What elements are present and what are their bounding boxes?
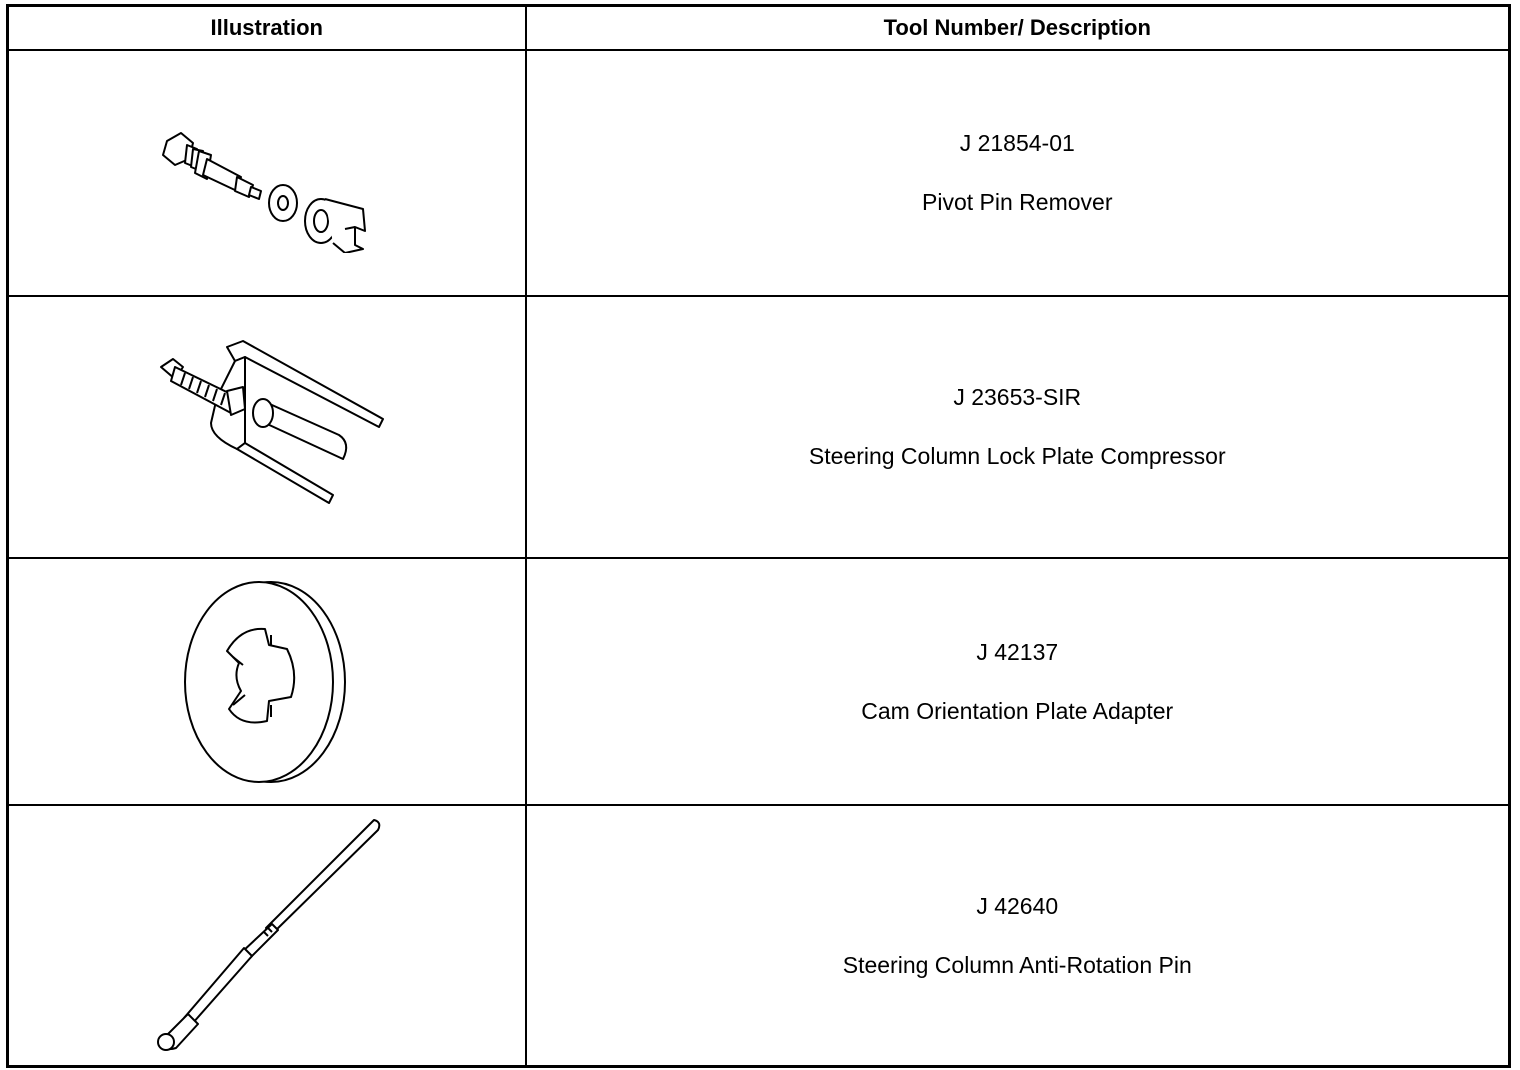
table-row: J 42137 Cam Orientation Plate Adapter xyxy=(6,557,1511,806)
tool-name: Pivot Pin Remover xyxy=(922,189,1113,215)
pivot-pin-remover-illustration xyxy=(161,132,366,253)
anti-rotation-pin-illustration xyxy=(156,818,381,1051)
tool-number: J 42640 xyxy=(976,892,1059,919)
illustration-cell xyxy=(6,295,527,559)
tool-number: J 42137 xyxy=(976,638,1059,665)
tool-number: J 21854-01 xyxy=(959,130,1075,156)
tool-number: J 23653-SIR xyxy=(953,384,1082,410)
description-column-header: Tool Number/ Description xyxy=(524,4,1511,51)
table-row: J 21854-01 Pivot Pin Remover xyxy=(6,49,1511,297)
illustration-cell xyxy=(6,557,527,806)
table-row: J 42640 Steering Column Anti-Rotation Pi… xyxy=(6,804,1511,1068)
special-tools-table: Illustration Tool Number/ Description xyxy=(6,4,1511,1068)
header-row: Illustration Tool Number/ Description xyxy=(6,4,1511,51)
description-cell: J 42640 Steering Column Anti-Rotation Pi… xyxy=(524,804,1511,1068)
illustration-cell xyxy=(6,49,527,297)
illustration-cell xyxy=(6,804,527,1068)
tool-name: Cam Orientation Plate Adapter xyxy=(861,697,1174,724)
description-cell: J 23653-SIR Steering Column Lock Plate C… xyxy=(524,295,1511,559)
cam-orientation-plate-adapter-illustration xyxy=(183,580,346,783)
tool-name: Steering Column Anti-Rotation Pin xyxy=(842,951,1192,978)
table-row: J 23653-SIR Steering Column Lock Plate C… xyxy=(6,295,1511,559)
illustration-column-header: Illustration xyxy=(6,4,527,51)
description-cell: J 21854-01 Pivot Pin Remover xyxy=(524,49,1511,297)
description-cell: J 42137 Cam Orientation Plate Adapter xyxy=(524,557,1511,806)
lock-plate-compressor-illustration xyxy=(159,340,384,504)
tool-name: Steering Column Lock Plate Compressor xyxy=(808,443,1226,469)
